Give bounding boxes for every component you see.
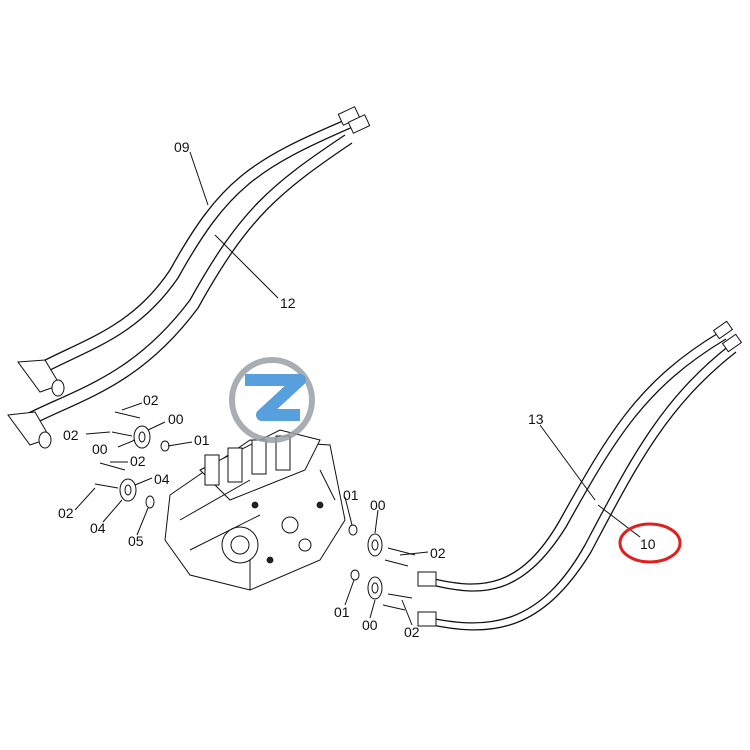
leader-lines: [74, 151, 641, 626]
callout-labels: 09 12 13 10 02 00 02 00 01 02 04 02 04 0…: [58, 139, 656, 640]
callout-00-c: 00: [370, 497, 386, 513]
callout-01-a: 01: [194, 432, 210, 448]
hose-fitting-top-right: [337, 106, 371, 134]
flange-lower-left: [94, 462, 137, 502]
watermark-logo: [229, 357, 315, 443]
callout-05: 05: [128, 533, 144, 549]
callout-02-f: 02: [404, 624, 420, 640]
callout-01-b: 01: [343, 487, 359, 503]
callout-02-c: 02: [130, 453, 146, 469]
hose-fitting-left: [7, 359, 65, 449]
callout-01-c: 01: [334, 604, 350, 620]
callout-04-b: 04: [90, 520, 106, 536]
flange-upper-left: [111, 411, 151, 449]
callout-13: 13: [528, 411, 544, 427]
hose-fitting-right-bottom: [417, 571, 437, 627]
callout-02-d: 02: [58, 505, 74, 521]
callout-04-a: 04: [154, 471, 170, 487]
flange-right-upper: [367, 533, 416, 567]
callout-02-a: 02: [143, 392, 159, 408]
control-valve-block: [164, 429, 346, 591]
callout-02-e: 02: [430, 545, 446, 561]
callout-09: 09: [174, 139, 190, 155]
callout-00-d: 00: [362, 617, 378, 633]
callout-00-a: 00: [168, 411, 184, 427]
hose-fitting-right-top: [712, 320, 743, 353]
flange-right-lower: [367, 576, 413, 611]
callout-00-b: 00: [92, 441, 108, 457]
hose-assembly-top: [7, 106, 371, 449]
hose-assembly-right: [417, 320, 743, 631]
callout-10: 10: [640, 536, 656, 552]
callout-12: 12: [280, 295, 296, 311]
highlight-ring: [618, 522, 682, 564]
callout-02-b: 02: [63, 427, 79, 443]
